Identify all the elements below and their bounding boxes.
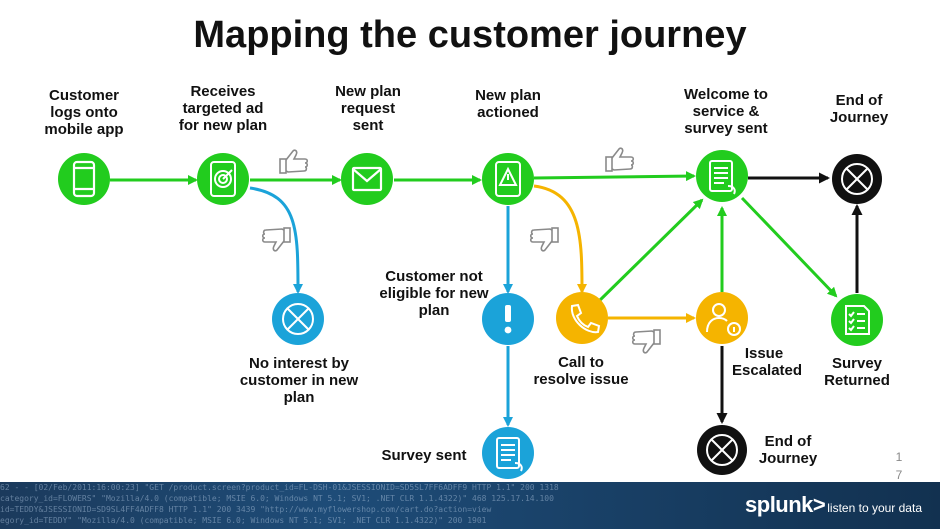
arrow-actioned-to-call (533, 184, 587, 294)
label-targeted-ad: Receives targeted ad for new plan (178, 83, 268, 134)
label-plan-actioned: New plan actioned (475, 87, 541, 121)
thumbs-up-icon (605, 147, 635, 172)
node-escalated (696, 292, 748, 344)
node-not-eligible (482, 293, 534, 345)
footer-bar: 62 - - [02/Feb/2011:16:00:23] "GET /prod… (0, 482, 940, 529)
label-no-interest: No interest by customer in new plan (239, 355, 359, 406)
checklist-icon (845, 305, 870, 335)
node-end-top (832, 154, 882, 204)
arrow-welcome-to-survey-returned (740, 196, 838, 298)
log-line: id=TEDDY&JSESSIONID=SD9SL4FF4ADFF8 HTTP … (0, 505, 492, 514)
node-end-bottom (697, 425, 747, 475)
log-line: egory_id=TEDDY" "Mozilla/4.0 (compatible… (0, 516, 487, 525)
phone-handset-icon (570, 303, 601, 334)
label-end-top: End of Journey (829, 92, 889, 126)
slide-title: Mapping the customer journey (193, 14, 747, 56)
label-escalated: Issue Escalated (732, 345, 803, 379)
page-number: 1 7 (895, 450, 903, 482)
label-not-eligible: Customer not eligible for new plan (379, 268, 489, 319)
node-no-interest (272, 293, 324, 345)
arrow-call-to-welcome (594, 198, 704, 306)
splunk-logo: splunk>listen to your data (745, 492, 922, 518)
tablet-document-icon (709, 160, 736, 195)
node-call (556, 292, 608, 344)
arrow-actioned-to-welcome (533, 171, 696, 182)
thumbs-up-icon (279, 149, 309, 174)
envelope-icon (351, 166, 383, 192)
node-targeted-ad (197, 153, 249, 205)
brand-name: splunk> (745, 492, 826, 517)
node-mobile-app (58, 153, 110, 205)
mobile-phone-icon (72, 160, 96, 198)
label-welcome: Welcome to service & survey sent (684, 86, 768, 137)
log-line: 62 - - [02/Feb/2011:16:00:23] "GET /prod… (0, 483, 559, 492)
x-circle-icon (282, 303, 314, 335)
node-request-sent (341, 153, 393, 205)
label-logs-on: Customer logs onto mobile app (44, 87, 124, 138)
person-info-icon (706, 303, 741, 336)
arrow-ad-to-no-interest (249, 186, 303, 294)
warning-phone-icon (495, 161, 521, 197)
thumbs-down-icon (261, 227, 291, 252)
node-survey-returned (831, 294, 883, 346)
label-survey-sent: Survey sent (381, 447, 467, 464)
x-circle-icon (841, 163, 873, 195)
log-line: category_id=FLOWERS" "Mozilla/4.0 (compa… (0, 494, 554, 503)
brand-tagline: listen to your data (827, 501, 922, 515)
thumbs-down-icon (631, 329, 661, 354)
label-call: Call to resolve issue (533, 354, 629, 388)
x-circle-icon (706, 434, 738, 466)
tablet-document-icon (496, 437, 523, 472)
target-phone-icon (210, 161, 236, 197)
thumbs-down-icon (529, 227, 559, 252)
label-survey-returned: Survey Returned (824, 355, 890, 389)
exclamation-icon (504, 305, 512, 334)
node-plan-actioned (482, 153, 534, 205)
node-survey-sent (482, 427, 534, 479)
label-end-bottom: End of Journey (758, 433, 818, 467)
label-request-sent: New plan request sent (335, 83, 401, 134)
node-welcome (696, 150, 748, 202)
